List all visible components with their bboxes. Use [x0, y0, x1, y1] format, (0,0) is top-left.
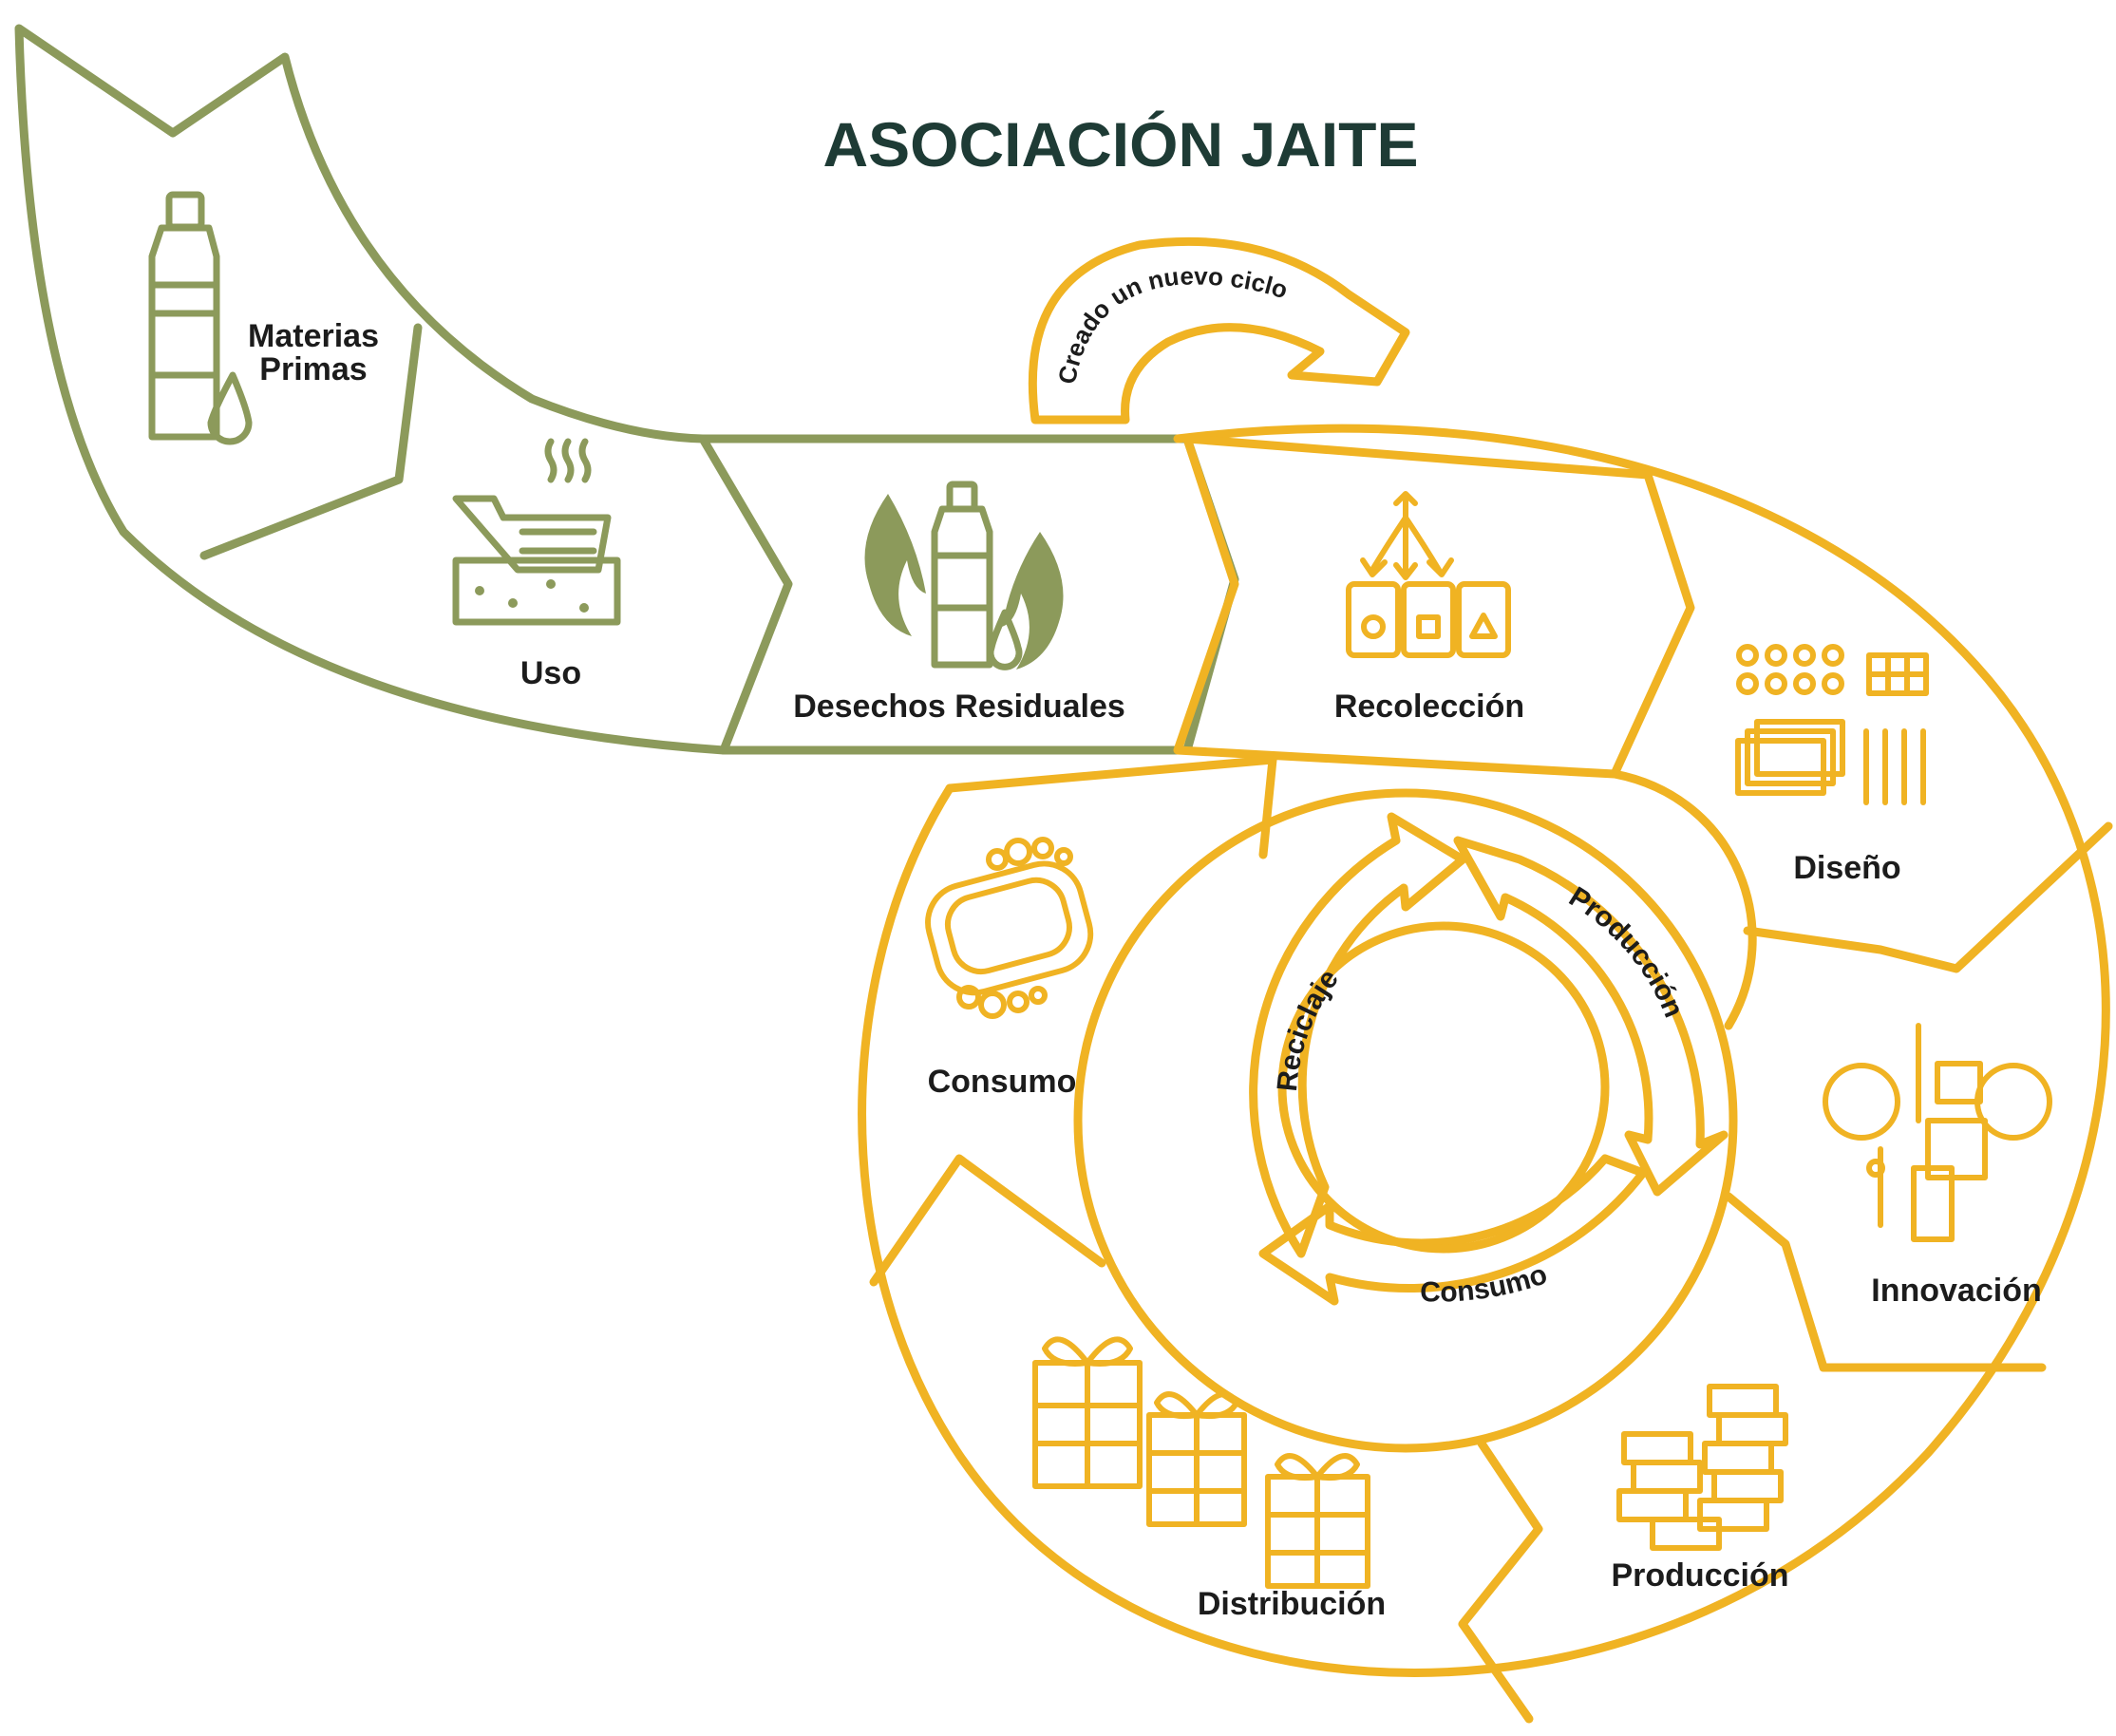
- separator-innovacion-produccion: [1724, 1192, 2047, 1372]
- fryer-basket-icon: [452, 438, 621, 626]
- stage-label-diseno: Diseño: [1793, 850, 1900, 886]
- inner-center: [1277, 921, 1610, 1254]
- new-cycle-arrow: Creado un nuevo ciclo: [1028, 236, 1410, 425]
- inner-cycle: Producción Consumo Reciclaje: [1249, 812, 1729, 1309]
- stage-label-uso: Uso: [520, 655, 581, 691]
- inner-ring: [1073, 788, 1738, 1453]
- linear-divider-1: [199, 323, 423, 560]
- stage-label-innovacion: Innovación: [1871, 1273, 2041, 1309]
- linear-band-outline: [14, 24, 1239, 755]
- bottle-flames-icon: [864, 481, 1064, 670]
- linear-chain: Materias Primas Uso Desechos R: [14, 24, 1239, 755]
- linear-divider-2: [698, 434, 793, 755]
- new-cycle-arrow-outline: [1028, 236, 1410, 425]
- stage-label-materias-line1: Materias: [248, 318, 379, 354]
- separator-produccion-distribucion: [1458, 1439, 1543, 1724]
- bottle-drop-icon: [148, 191, 253, 445]
- inner-label-reciclaje: Reciclaje: [1272, 964, 1345, 1093]
- lab-equipment-icon: [1823, 1023, 2052, 1242]
- stage-label-distribucion: Distribución: [1198, 1586, 1386, 1622]
- soap-bubbles-icon: [925, 837, 1094, 1019]
- soap-bars-stack-icon: [1616, 1384, 1788, 1551]
- recycling-bins-icon: [1346, 491, 1511, 658]
- gift-boxes-icon: [1032, 1336, 1370, 1589]
- design-patterns-icon: [1735, 644, 1929, 805]
- outer-cycle-ring: [858, 424, 2110, 1677]
- spiral-connector: [1610, 769, 1757, 1030]
- separator-diseno-innovacion: [1743, 821, 2113, 973]
- separator-distribucion-consumo: [869, 1154, 1106, 1287]
- inner-arrow-produccion: [1453, 836, 1729, 1197]
- separator-consumo-recoleccion: [945, 755, 1277, 859]
- inner-arrow-reciclaje: [1249, 812, 1467, 1258]
- inner-arrow-consumo: [1258, 1154, 1648, 1306]
- stage-label-produccion: Producción: [1611, 1557, 1788, 1594]
- diagram-title: ASOCIACIÓN JAITE: [822, 109, 1418, 179]
- new-cycle-label: Creado un nuevo ciclo: [1052, 261, 1292, 386]
- outer-cycle: Recolección Diseño: [858, 424, 2113, 1724]
- stage-label-consumo: Consumo: [928, 1064, 1077, 1100]
- inner-label-consumo: Consumo: [1420, 1258, 1551, 1308]
- stage-label-recoleccion: Recolección: [1334, 689, 1524, 725]
- stage-label-desechos: Desechos Residuales: [793, 689, 1125, 725]
- stage-label-materias-line2: Primas: [259, 351, 367, 387]
